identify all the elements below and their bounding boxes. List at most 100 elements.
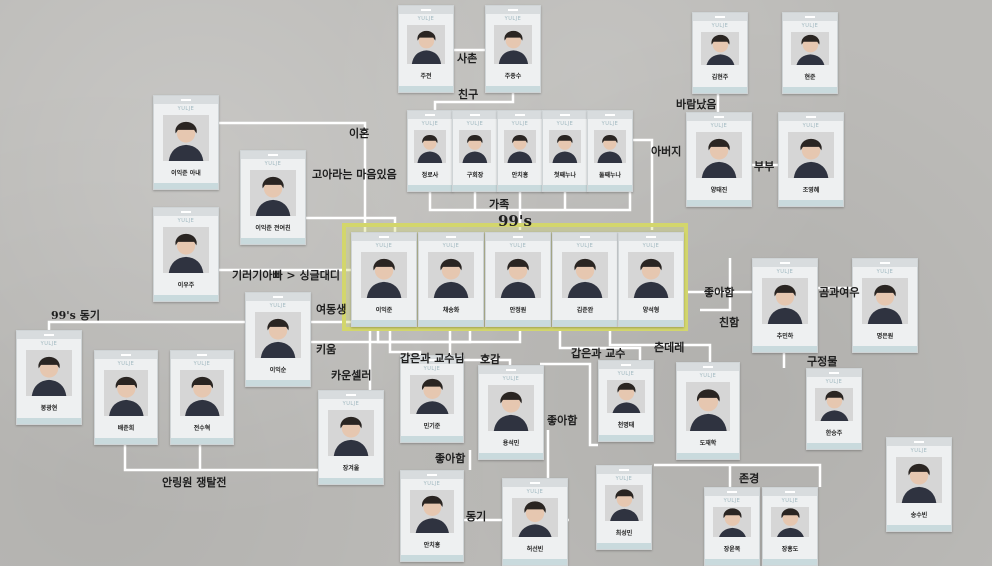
badge-clip bbox=[17, 331, 81, 339]
yulje-logo: YULJE bbox=[511, 121, 529, 127]
relation-label: 사촌 bbox=[457, 52, 478, 65]
character-photo bbox=[685, 382, 731, 431]
character-card: YULJE 현준 bbox=[782, 12, 838, 94]
badge-clip bbox=[401, 471, 463, 479]
character-photo bbox=[511, 498, 559, 537]
badge-footer bbox=[319, 478, 383, 484]
relation-label: 아버지 bbox=[651, 145, 682, 158]
badge-footer bbox=[352, 320, 416, 326]
yulje-logo: YULJE bbox=[177, 106, 195, 112]
yulje-logo: YULJE bbox=[876, 269, 894, 275]
character-name: 도재학 bbox=[699, 440, 717, 447]
character-name: 봉광현 bbox=[40, 405, 58, 412]
yulje-logo: YULJE bbox=[117, 361, 135, 367]
badge-footer bbox=[619, 320, 683, 326]
badge-footer bbox=[779, 200, 843, 206]
character-photo bbox=[695, 132, 743, 178]
character-name: 전수혁 bbox=[193, 425, 211, 432]
relation-label: 좋아함 bbox=[435, 452, 466, 465]
character-card: YULJE 주전 bbox=[398, 5, 454, 93]
badge-footer bbox=[763, 559, 817, 565]
character-name: 한승주 bbox=[825, 430, 843, 437]
relation-label: 갑은과 교수님 bbox=[400, 352, 465, 365]
character-photo bbox=[103, 370, 149, 416]
badge-footer bbox=[853, 346, 917, 352]
badge-clip bbox=[486, 6, 540, 14]
badge-clip bbox=[319, 391, 383, 399]
character-card: YULJE 이익준 전여친 bbox=[240, 150, 306, 245]
character-card: YULJE 양태진 bbox=[686, 112, 752, 207]
badge-footer bbox=[486, 320, 550, 326]
character-photo bbox=[254, 312, 302, 358]
relation-label: 99's 동기 bbox=[51, 309, 100, 322]
character-card: YULJE 주종수 bbox=[485, 5, 541, 93]
character-name: 양태진 bbox=[710, 187, 728, 194]
relation-label: 기러기아빠 > 싱글대디 bbox=[232, 269, 340, 282]
character-name: 이익준 bbox=[375, 307, 393, 314]
yulje-logo: YULJE bbox=[617, 371, 635, 377]
character-name: 둘째누나 bbox=[598, 172, 622, 179]
yulje-logo: YULJE bbox=[177, 218, 195, 224]
character-card: YULJE 명은원 bbox=[852, 258, 918, 353]
relation-line bbox=[558, 331, 642, 360]
character-name: 송수빈 bbox=[910, 512, 928, 519]
relation-line bbox=[433, 93, 515, 110]
badge-clip bbox=[588, 111, 632, 119]
badge-clip bbox=[687, 113, 751, 121]
yulje-logo: YULJE bbox=[342, 401, 360, 407]
character-card: YULJE 민기준 bbox=[400, 355, 464, 443]
badge-footer bbox=[154, 295, 218, 301]
relation-label: 좋아함 bbox=[704, 286, 735, 299]
character-photo bbox=[627, 252, 675, 298]
badge-clip bbox=[753, 259, 817, 267]
yulje-logo: YULJE bbox=[710, 123, 728, 129]
yulje-logo: YULJE bbox=[526, 489, 544, 495]
badge-footer bbox=[705, 559, 759, 565]
character-card: YULJE 장윤복 bbox=[704, 487, 760, 566]
character-photo bbox=[604, 485, 644, 521]
badge-footer bbox=[95, 438, 157, 444]
relation-line bbox=[448, 331, 512, 365]
character-photo bbox=[162, 115, 210, 161]
yulje-logo: YULJE bbox=[802, 123, 820, 129]
relation-line bbox=[311, 331, 522, 344]
badge-footer bbox=[419, 320, 483, 326]
badge-clip bbox=[677, 363, 739, 371]
character-card: YULJE 용석민 bbox=[478, 365, 544, 460]
yulje-logo: YULJE bbox=[801, 23, 819, 29]
yulje-logo: YULJE bbox=[601, 121, 619, 127]
relation-label: 존경 bbox=[739, 472, 760, 485]
relation-line bbox=[388, 331, 422, 355]
relation-label: 친함 bbox=[719, 316, 740, 329]
character-photo bbox=[179, 370, 225, 416]
yulje-logo: YULJE bbox=[642, 243, 660, 249]
relation-label: 갑은과 교수 bbox=[571, 347, 626, 360]
yulje-logo: YULJE bbox=[910, 448, 928, 454]
character-name: 첫째누나 bbox=[553, 172, 577, 179]
character-photo bbox=[787, 132, 835, 178]
yulje-logo: YULJE bbox=[723, 498, 741, 504]
character-card: YULJE 조영혜 bbox=[778, 112, 844, 207]
relation-line bbox=[540, 362, 598, 447]
relation-label: 여동생 bbox=[316, 303, 347, 316]
character-card: YULJE 안치홍 bbox=[400, 470, 464, 562]
badge-clip bbox=[408, 111, 452, 119]
badge-footer bbox=[783, 87, 837, 93]
badge-clip bbox=[553, 233, 617, 241]
badge-clip bbox=[498, 111, 542, 119]
character-photo bbox=[561, 252, 609, 298]
character-photo bbox=[25, 350, 73, 396]
yulje-logo: YULJE bbox=[269, 303, 287, 309]
character-name: 천명태 bbox=[617, 422, 635, 429]
character-photo bbox=[494, 252, 542, 298]
character-name: 장겨울 bbox=[342, 465, 360, 472]
relation-label: 가족 bbox=[489, 198, 510, 211]
character-name: 최성민 bbox=[615, 530, 633, 537]
character-name: 김준완 bbox=[576, 307, 594, 314]
badge-clip bbox=[783, 13, 837, 21]
character-card: YULJE 천명태 bbox=[598, 360, 654, 442]
badge-footer bbox=[753, 346, 817, 352]
yulje-logo: YULJE bbox=[375, 243, 393, 249]
badge-clip bbox=[543, 111, 587, 119]
badge-clip bbox=[705, 488, 759, 496]
